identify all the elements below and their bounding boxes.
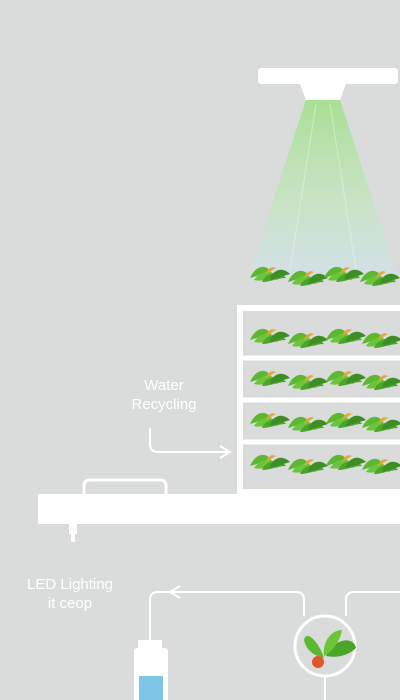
shelf-plants-row-1 [250, 328, 400, 348]
outlet-pipe [345, 591, 400, 616]
shelf-plants-row-3 [250, 412, 400, 432]
light-rays [289, 103, 357, 271]
water-recycling-label-line-1: Water [144, 377, 184, 394]
base-platform [38, 478, 400, 524]
led-lighting-label: LED Lighting it ceop [16, 575, 124, 613]
led-lighting-label-line-1: LED Lighting [27, 576, 113, 593]
sprout-icon [293, 614, 357, 678]
water-recycling-label-line-2: Recycling [131, 396, 197, 413]
led-lighting-label-line-2: it ceop [47, 595, 93, 612]
lamp-top [258, 68, 398, 84]
drain-connector [69, 524, 77, 542]
grow-lamp-icon [258, 68, 398, 100]
vertical-grow-rack [237, 305, 400, 495]
arrowhead-right [219, 445, 232, 459]
water-recycling-label: Water Recycling [112, 376, 216, 414]
water-recycling-arrow [149, 428, 228, 453]
arrowhead-left [168, 585, 181, 599]
lamp-head [300, 84, 346, 100]
water-bottle-icon [134, 640, 168, 700]
light-beam [248, 100, 398, 278]
shelf-plants-row-2 [250, 370, 400, 390]
shelf-plants-row-4 [250, 454, 400, 474]
return-pipe [149, 591, 305, 640]
